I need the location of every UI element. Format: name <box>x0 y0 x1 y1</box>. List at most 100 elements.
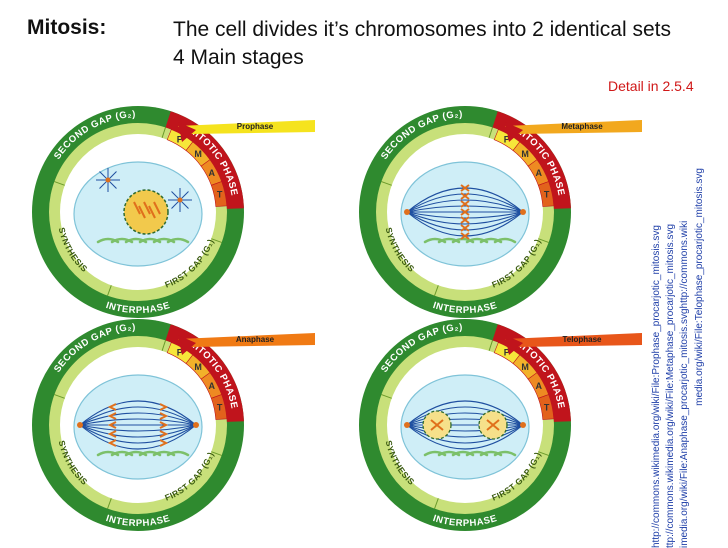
spindle-fiber <box>406 418 524 426</box>
source-url-4: media.org/wiki/File:Telophase_procarjoti… <box>693 168 705 406</box>
chromosome <box>107 439 117 447</box>
centrosome <box>177 197 183 203</box>
spindle-fiber <box>79 406 197 426</box>
chromosome <box>133 201 141 215</box>
spindle-fiber <box>79 424 197 450</box>
spindle-fiber <box>406 424 524 450</box>
source-urls: http://commons.wikimedia.org/wiki/File:P… <box>650 168 707 548</box>
stage-name: Metaphase <box>561 122 603 131</box>
slide-heading-text: The cell divides it’s chromosomes into 2… <box>173 16 671 72</box>
stage-letter: M <box>521 362 529 372</box>
stage-letter: M <box>194 149 202 159</box>
stage-segment-t <box>537 394 555 420</box>
stage-letter: T <box>544 190 550 200</box>
ring-divider <box>54 394 65 399</box>
source-url-1: http://commons.wikimedia.org/wiki/File:P… <box>651 225 662 548</box>
source-url-3: imedia.org/wiki/File:Anaphase_procarjoti… <box>679 220 691 548</box>
stage-letter: T <box>544 403 550 413</box>
chromosome <box>107 403 117 411</box>
chromosome <box>138 205 146 219</box>
chromosome <box>143 201 151 215</box>
spindle-fiber <box>406 211 524 231</box>
centrosome <box>105 177 111 183</box>
stage-arrow <box>178 120 315 134</box>
chromosome <box>460 224 470 232</box>
stage-name: Anaphase <box>236 335 275 344</box>
spindle-pole <box>404 422 410 428</box>
chromosome <box>460 184 470 192</box>
slide-heading-line-1: The cell divides it’s chromosomes into 2… <box>173 18 672 41</box>
spindle-fiber <box>79 418 197 426</box>
ring-label: INTERPHASE <box>431 300 498 316</box>
stage-arrow <box>178 333 315 347</box>
ring-divider <box>538 238 549 243</box>
stage-letter: A <box>208 381 215 391</box>
ring-divider <box>161 340 166 351</box>
stage-pointer <box>178 335 196 355</box>
stage-letter: M <box>194 362 202 372</box>
spindle-fiber <box>406 424 524 432</box>
spindle-pole <box>520 422 526 428</box>
chromosome <box>486 419 500 431</box>
spindle-fiber <box>406 406 524 426</box>
spindle-pole <box>193 422 199 428</box>
ring-divider <box>54 181 65 186</box>
stage-pointer <box>178 122 196 142</box>
chromosome <box>159 412 169 420</box>
spindle-fiber <box>406 211 524 219</box>
ring-divider <box>211 238 222 243</box>
stage-pointer <box>505 335 523 355</box>
spindle-fiber <box>79 424 197 438</box>
chromosome <box>107 421 117 429</box>
spindle-fiber <box>406 412 524 426</box>
stage-letter: M <box>521 149 529 159</box>
ring-divider <box>434 285 439 296</box>
spindle-pole <box>404 209 410 215</box>
ring-label: INTERPHASE <box>104 513 171 529</box>
stage-letter: T <box>217 190 223 200</box>
chromosome <box>460 200 470 208</box>
stage-name: Telophase <box>563 335 603 344</box>
stage-letter: A <box>535 381 542 391</box>
stage-letter: A <box>535 168 542 178</box>
ring-label: INTERPHASE <box>104 300 171 316</box>
stage-letter: T <box>217 403 223 413</box>
organelle <box>493 450 517 457</box>
chromosome <box>159 439 169 447</box>
spindle-fiber <box>406 424 524 444</box>
spindle-fiber <box>79 424 197 444</box>
stage-segment-t <box>210 394 228 420</box>
organelle <box>166 237 190 244</box>
chromosome <box>148 205 156 219</box>
spindle-fiber <box>406 193 524 213</box>
chromosome <box>107 412 117 420</box>
stage-letter: P <box>177 135 183 145</box>
stage-letter: A <box>208 168 215 178</box>
chromosome <box>159 403 169 411</box>
ring-divider <box>538 451 549 456</box>
chromosome <box>460 232 470 240</box>
spindle-fiber <box>79 412 197 426</box>
chromosome <box>159 430 169 438</box>
stage-letter: P <box>504 135 510 145</box>
organelle <box>493 237 517 244</box>
spindle-fiber <box>406 199 524 213</box>
source-url-2: ttp://commons.wikimedia.org/wiki/File:Me… <box>665 223 677 548</box>
ring-divider <box>381 394 392 399</box>
nucleus <box>123 189 169 235</box>
spindle-fiber <box>79 400 197 426</box>
spindle-fiber <box>406 424 524 438</box>
spindle-fiber <box>406 205 524 213</box>
chromosome <box>153 201 161 215</box>
stage-name: Prophase <box>237 122 274 131</box>
ring-divider <box>161 127 166 138</box>
spindle-fiber <box>79 424 197 432</box>
ring-divider <box>488 127 493 138</box>
chromosome <box>430 419 444 431</box>
slide-heading-line-2: 4 Main stages <box>173 46 304 69</box>
ring-divider <box>381 181 392 186</box>
detail-reference: Detail in 2.5.4 <box>608 78 694 94</box>
